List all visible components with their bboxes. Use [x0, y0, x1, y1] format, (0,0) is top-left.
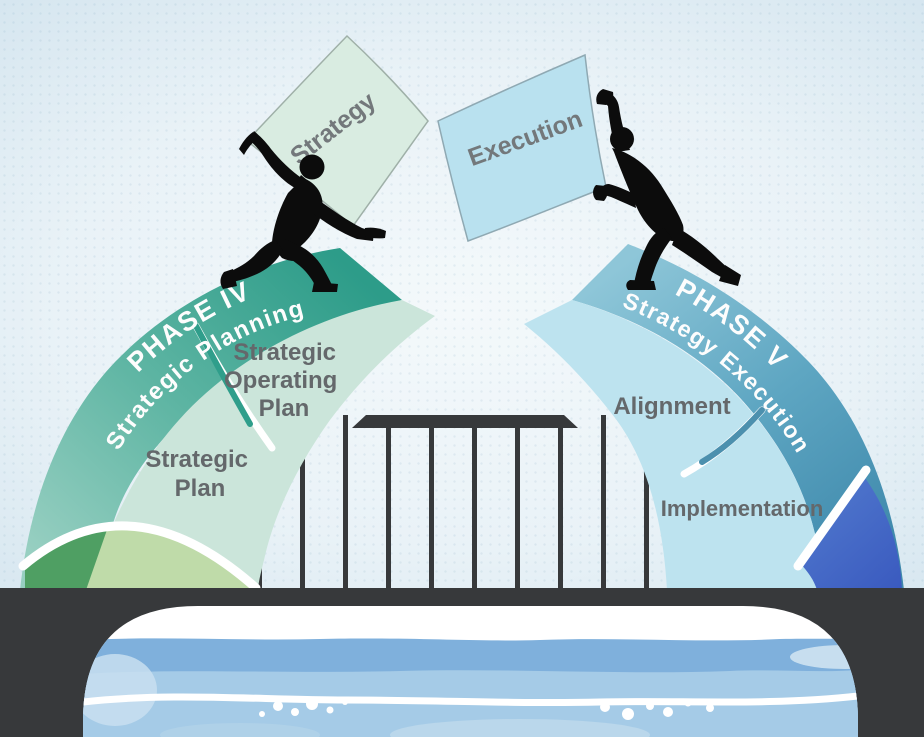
railing-post	[429, 415, 434, 590]
execution-segments	[524, 300, 823, 590]
railing-post	[644, 415, 649, 590]
strategic-operating-plan-label: Strategic Operating Plan	[224, 339, 344, 422]
man-silhouette	[593, 89, 741, 290]
phase-iv-band	[20, 248, 402, 590]
woman-silhouette	[220, 131, 386, 292]
planning-segments	[112, 300, 435, 588]
railing-top-rail	[352, 415, 578, 428]
railing-post	[601, 415, 606, 590]
dark-green-wedge	[25, 527, 108, 590]
phase-v-arc: PHASE V Strategy Execution Alignment Imp…	[524, 244, 904, 590]
royal-blue-wedge	[800, 474, 902, 590]
railing-post	[343, 415, 348, 590]
segment-divider-teal	[193, 323, 253, 427]
water	[83, 606, 858, 737]
segment-divider-blue	[699, 407, 765, 465]
railing-post	[558, 415, 563, 590]
foam-streak	[83, 692, 858, 707]
bridge-railing	[257, 415, 649, 590]
execution-paper: Execution	[437, 53, 607, 242]
phase-v-band	[572, 244, 904, 590]
alignment-label: Alignment	[613, 393, 730, 420]
railing-post	[515, 415, 520, 590]
strategy-paper: Strategy	[245, 34, 429, 228]
right-white-separator	[793, 465, 871, 571]
left-white-separator	[18, 521, 261, 593]
railing-post	[472, 415, 477, 590]
strategic-plan-label: Strategic Plan	[145, 446, 254, 502]
foam-bubbles	[259, 698, 714, 720]
railing-post	[386, 415, 391, 590]
railing-post	[300, 415, 305, 590]
implementation-label: Implementation	[661, 496, 824, 521]
